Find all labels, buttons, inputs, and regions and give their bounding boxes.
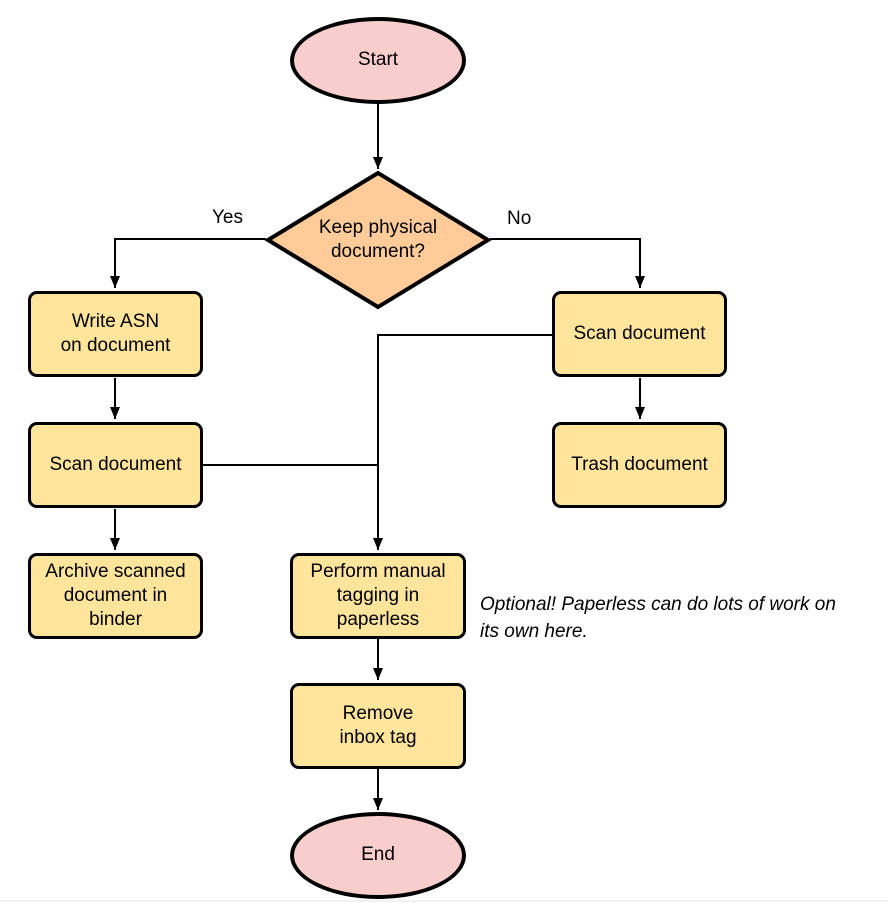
node-end: End [290,812,466,899]
node-end-label: End [361,844,395,866]
node-write-asn-label: Write ASN on document [60,310,171,356]
node-start-label: Start [357,49,399,71]
decision-diamond-shape [264,170,492,310]
node-scan-right-label: Scan document [573,322,706,344]
node-scan-document-left: Scan document [28,422,203,508]
edge-decision-yes [110,238,266,288]
node-scan-document-right: Scan document [552,291,727,377]
edge-label-yes: Yes [212,207,243,228]
node-manual-tagging: Perform manual tagging in paperless [290,553,466,639]
bottom-divider [0,900,888,902]
edge-label-no: No [507,208,532,229]
node-archive-binder: Archive scanned document in binder [28,553,203,639]
node-remove-inbox-label: Remove inbox tag [339,702,417,748]
node-archive-label: Archive scanned document in binder [45,560,186,631]
optional-note: Optional! Paperless can do lots of work … [480,594,836,642]
node-start: Start [290,17,466,104]
node-trash-document: Trash document [552,422,727,508]
edge-decision-no [490,238,645,288]
node-remove-inbox-tag: Remove inbox tag [290,683,466,769]
edge-scanright-to-tagging [373,334,552,550]
node-tagging-label: Perform manual tagging in paperless [310,560,446,631]
node-write-asn: Write ASN on document [28,291,203,377]
node-decision-label: Keep physical document? [318,216,438,262]
node-trash-label: Trash document [571,453,708,475]
node-scan-left-label: Scan document [49,453,182,475]
node-decision: Keep physical document? [280,206,476,274]
